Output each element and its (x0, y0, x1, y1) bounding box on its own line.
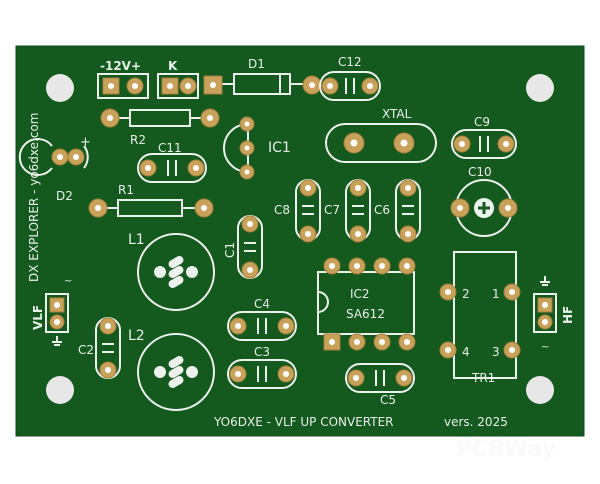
mounting-holes (46, 74, 554, 404)
inductor-l2: L2 (128, 328, 215, 411)
watermark-text: PCBWay (456, 437, 556, 462)
tr1-pin1: 1 (492, 287, 500, 301)
board-title: YO6DXE - VLF UP CONVERTER (213, 415, 394, 429)
k-label: K (168, 59, 178, 73)
side-text: DX EXPLORER - yo6dxe.com (27, 113, 41, 283)
d2-label: D2 (56, 189, 73, 203)
tr1-pin4: 4 (462, 345, 470, 359)
d1-label: D1 (248, 57, 265, 71)
ic1-label: IC1 (268, 140, 291, 156)
tr1-pin3: 3 (492, 345, 500, 359)
c6-label: C6 (374, 203, 390, 217)
c1-label: C1 (223, 242, 237, 258)
c5-label: C5 (380, 393, 396, 407)
c10-label: C10 (468, 165, 492, 179)
tr1-pin2: 2 (462, 287, 470, 301)
transformer-tr1: 2 1 4 3 TR1 (439, 251, 521, 385)
l1-label: L1 (128, 232, 145, 248)
regulator-ic1: IC1 (223, 116, 291, 180)
r2-label: R2 (130, 133, 146, 147)
tr1-label: TR1 (471, 371, 495, 385)
c3-label: C3 (254, 345, 270, 359)
cap-c6: C6 (374, 179, 421, 243)
k-connector: K (157, 59, 199, 99)
c9-label: C9 (474, 115, 490, 129)
c12-label: C12 (338, 55, 362, 69)
hf-connector: HF ~ (533, 276, 575, 353)
power-connector: -12V+ (97, 59, 149, 99)
cap-c12: C12 (319, 55, 381, 101)
board-version: vers. 2025 (444, 415, 508, 429)
l2-label: L2 (128, 328, 145, 344)
resistor-r2: R2 (100, 108, 220, 147)
power-label: -12V+ (100, 59, 141, 73)
cap-c3: C3 (227, 345, 297, 389)
resistor-r1: R1 (88, 183, 214, 218)
ic2-label: IC2 (350, 287, 370, 301)
c7-label: C7 (324, 203, 340, 217)
crystal-xtal: XTAL (325, 107, 437, 163)
c8-label: C8 (274, 203, 290, 217)
cap-c7: C7 (324, 179, 371, 243)
r1-label: R1 (118, 183, 134, 197)
ic-ic2: IC2 SA612 (317, 257, 416, 351)
cap-c2: C2 (78, 317, 121, 379)
vlf-connector: VLF (31, 293, 69, 346)
cap-c11: C11 (137, 141, 207, 183)
c2-label: C2 (78, 343, 94, 357)
watermark: PCBWay (456, 437, 556, 462)
c4-label: C4 (254, 297, 270, 311)
cap-c4: C4 (227, 297, 297, 341)
led-d2: + D2 (18, 135, 91, 203)
diode-d1: D1 (203, 57, 322, 95)
side-tilde: ~ (64, 276, 72, 287)
inductor-l1: L1 (128, 232, 215, 311)
c11-label: C11 (158, 141, 182, 155)
cap-c5: C5 (345, 363, 415, 407)
vlf-label: VLF (31, 305, 45, 330)
cap-c8: C8 (274, 179, 321, 243)
d2-plus: + (80, 135, 91, 150)
cap-c1: C1 (223, 215, 263, 279)
xtal-label: XTAL (382, 107, 412, 121)
sa612-label: SA612 (346, 307, 385, 321)
cap-c9: C9 (451, 115, 517, 159)
hf-tilde: ~ (541, 342, 549, 353)
cap-c10: C10 (450, 165, 518, 237)
hf-label: HF (561, 306, 575, 324)
